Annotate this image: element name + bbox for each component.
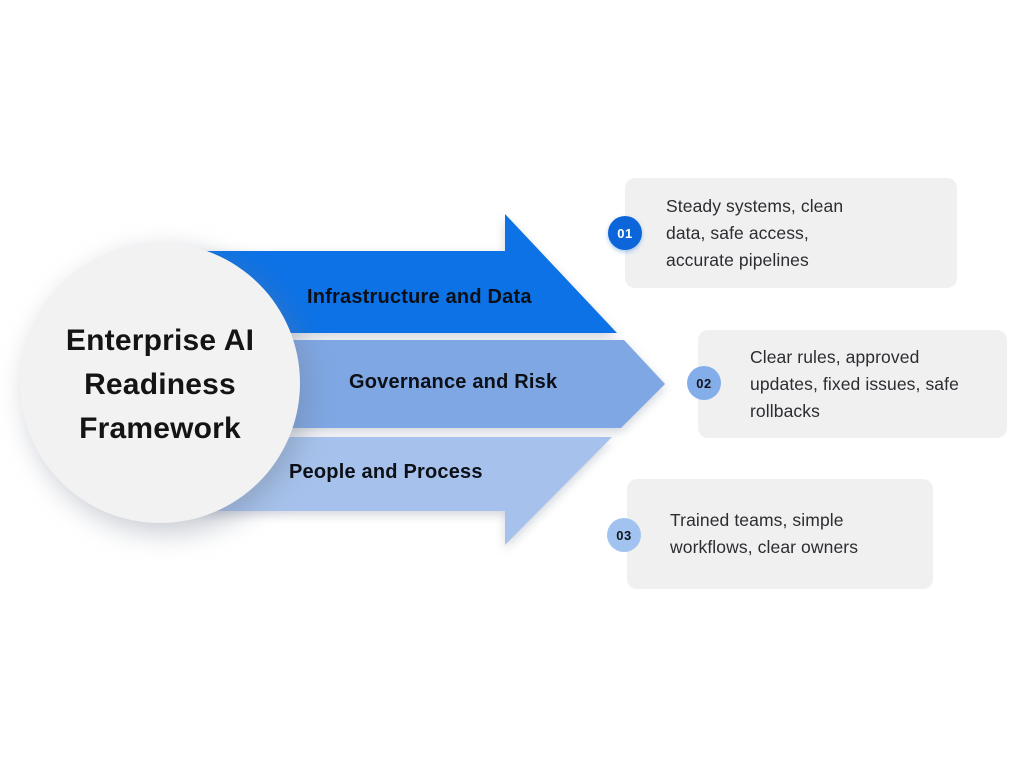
arrow-label-people: People and Process	[289, 461, 483, 483]
diagram-title-line-1: Enterprise AI	[65, 324, 255, 357]
diagram-title: Enterprise AI Readiness Framework	[30, 319, 290, 451]
description-card-3: Trained teams, simple workflows, clear o…	[627, 479, 933, 589]
description-card-1: Steady systems, clean data, safe access,…	[625, 178, 957, 288]
diagram-title-line-3: Framework	[79, 412, 241, 445]
description-card-2: Clear rules, approved updates, fixed iss…	[698, 330, 1007, 438]
arrow-label-governance: Governance and Risk	[349, 371, 558, 393]
diagram-title-line-2: Readiness	[84, 368, 236, 401]
description-text-3: Trained teams, simple workflows, clear o…	[670, 510, 859, 557]
description-text-1: Steady systems, clean data, safe access,…	[666, 195, 844, 270]
arrow-shape-people	[200, 437, 612, 545]
step-badge-01: 01	[608, 216, 642, 250]
hub-circle	[20, 243, 300, 523]
arrow-shape-governance	[200, 340, 665, 428]
description-text-2: Clear rules, approved updates, fixed iss…	[750, 346, 959, 421]
arrow-shape-infrastructure	[200, 214, 617, 333]
step-badge-03: 03	[607, 518, 641, 552]
step-badge-02: 02	[687, 366, 721, 400]
arrow-label-infrastructure: Infrastructure and Data	[307, 286, 532, 308]
